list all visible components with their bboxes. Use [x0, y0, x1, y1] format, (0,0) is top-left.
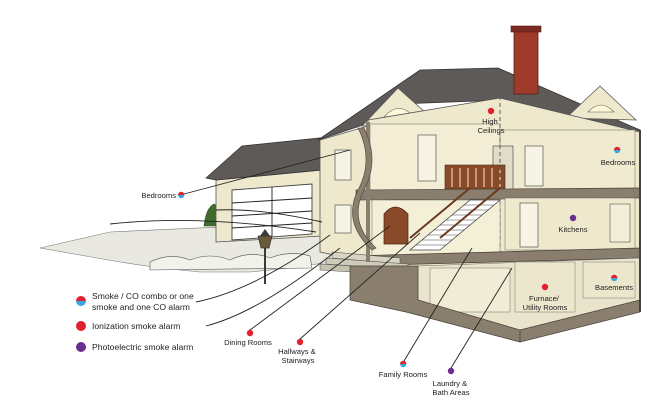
- alarm-laundry: [447, 367, 455, 375]
- label-hallways-line1: Hallways &: [278, 347, 316, 356]
- alarm-hallways: [296, 338, 304, 346]
- legend-combo-text: Smoke / CO combo or one smoke and one CO…: [92, 291, 196, 312]
- leader-hallways: [299, 232, 421, 340]
- legend: Smoke / CO combo or one smoke and one CO…: [76, 291, 196, 352]
- alarm-basements: [611, 274, 618, 282]
- legend-combo-line2: smoke and one CO alarm: [92, 302, 190, 312]
- label-laundry-line1: Laundry &: [433, 379, 468, 388]
- leader-family-rooms: [403, 247, 473, 362]
- label-hallways-line2: Stairways: [282, 356, 315, 365]
- label-dining-rooms: Dining Rooms: [224, 338, 272, 347]
- leader-ionization: [205, 247, 341, 327]
- label-family-rooms: Family Rooms: [379, 370, 428, 379]
- label-furnace-line2: Utility Rooms: [523, 303, 568, 312]
- label-kitchens: Kitchens: [558, 225, 587, 234]
- alarm-kitchens: [569, 214, 577, 222]
- label-high-ceilings-line2: Ceilings: [477, 126, 504, 135]
- label-high-ceilings: High Ceilings: [477, 117, 504, 135]
- label-bedrooms-right: Bedrooms: [601, 158, 636, 167]
- legend-ionization-icon: [76, 321, 86, 331]
- leader-extra: [215, 209, 323, 223]
- gable-right: [565, 85, 638, 121]
- alarm-bedrooms-left: [178, 191, 185, 199]
- leader-bedrooms-left: [183, 149, 351, 195]
- hedge: [149, 253, 313, 271]
- label-laundry: Laundry & Bath Areas: [432, 379, 469, 397]
- legend-combo-icon: [76, 296, 86, 306]
- leader-dining-rooms: [249, 225, 391, 331]
- label-bedrooms-left: Bedrooms: [141, 191, 176, 200]
- leader-combo: [195, 234, 331, 303]
- staircase: [408, 187, 502, 251]
- legend-photoelectric-icon: [76, 342, 86, 352]
- legend-combo-line1: Smoke / CO combo or one: [92, 291, 194, 301]
- label-furnace-line1: Furnace/: [529, 294, 560, 303]
- legend-photoelectric-text: Photoelectric smoke alarm: [92, 342, 193, 352]
- alarm-family-rooms: [400, 360, 407, 368]
- label-laundry-line2: Bath Areas: [432, 388, 469, 397]
- alarm-dining-rooms: [246, 329, 254, 337]
- chimney: [513, 27, 539, 95]
- leader-laundry: [450, 267, 513, 369]
- alarm-high-ceilings: [487, 107, 495, 115]
- alarm-furnace: [541, 283, 549, 291]
- label-hallways: Hallways & Stairways: [278, 347, 318, 365]
- legend-ionization-text: Ionization smoke alarm: [92, 321, 180, 331]
- label-basements: Basements: [595, 283, 633, 292]
- label-furnace: Furnace/ Utility Rooms: [523, 294, 568, 312]
- leader-photoelectric: [109, 219, 317, 233]
- lamp-post: [257, 229, 273, 284]
- label-high-ceilings-line1: High: [482, 117, 498, 126]
- alarm-bedrooms-right: [614, 146, 621, 154]
